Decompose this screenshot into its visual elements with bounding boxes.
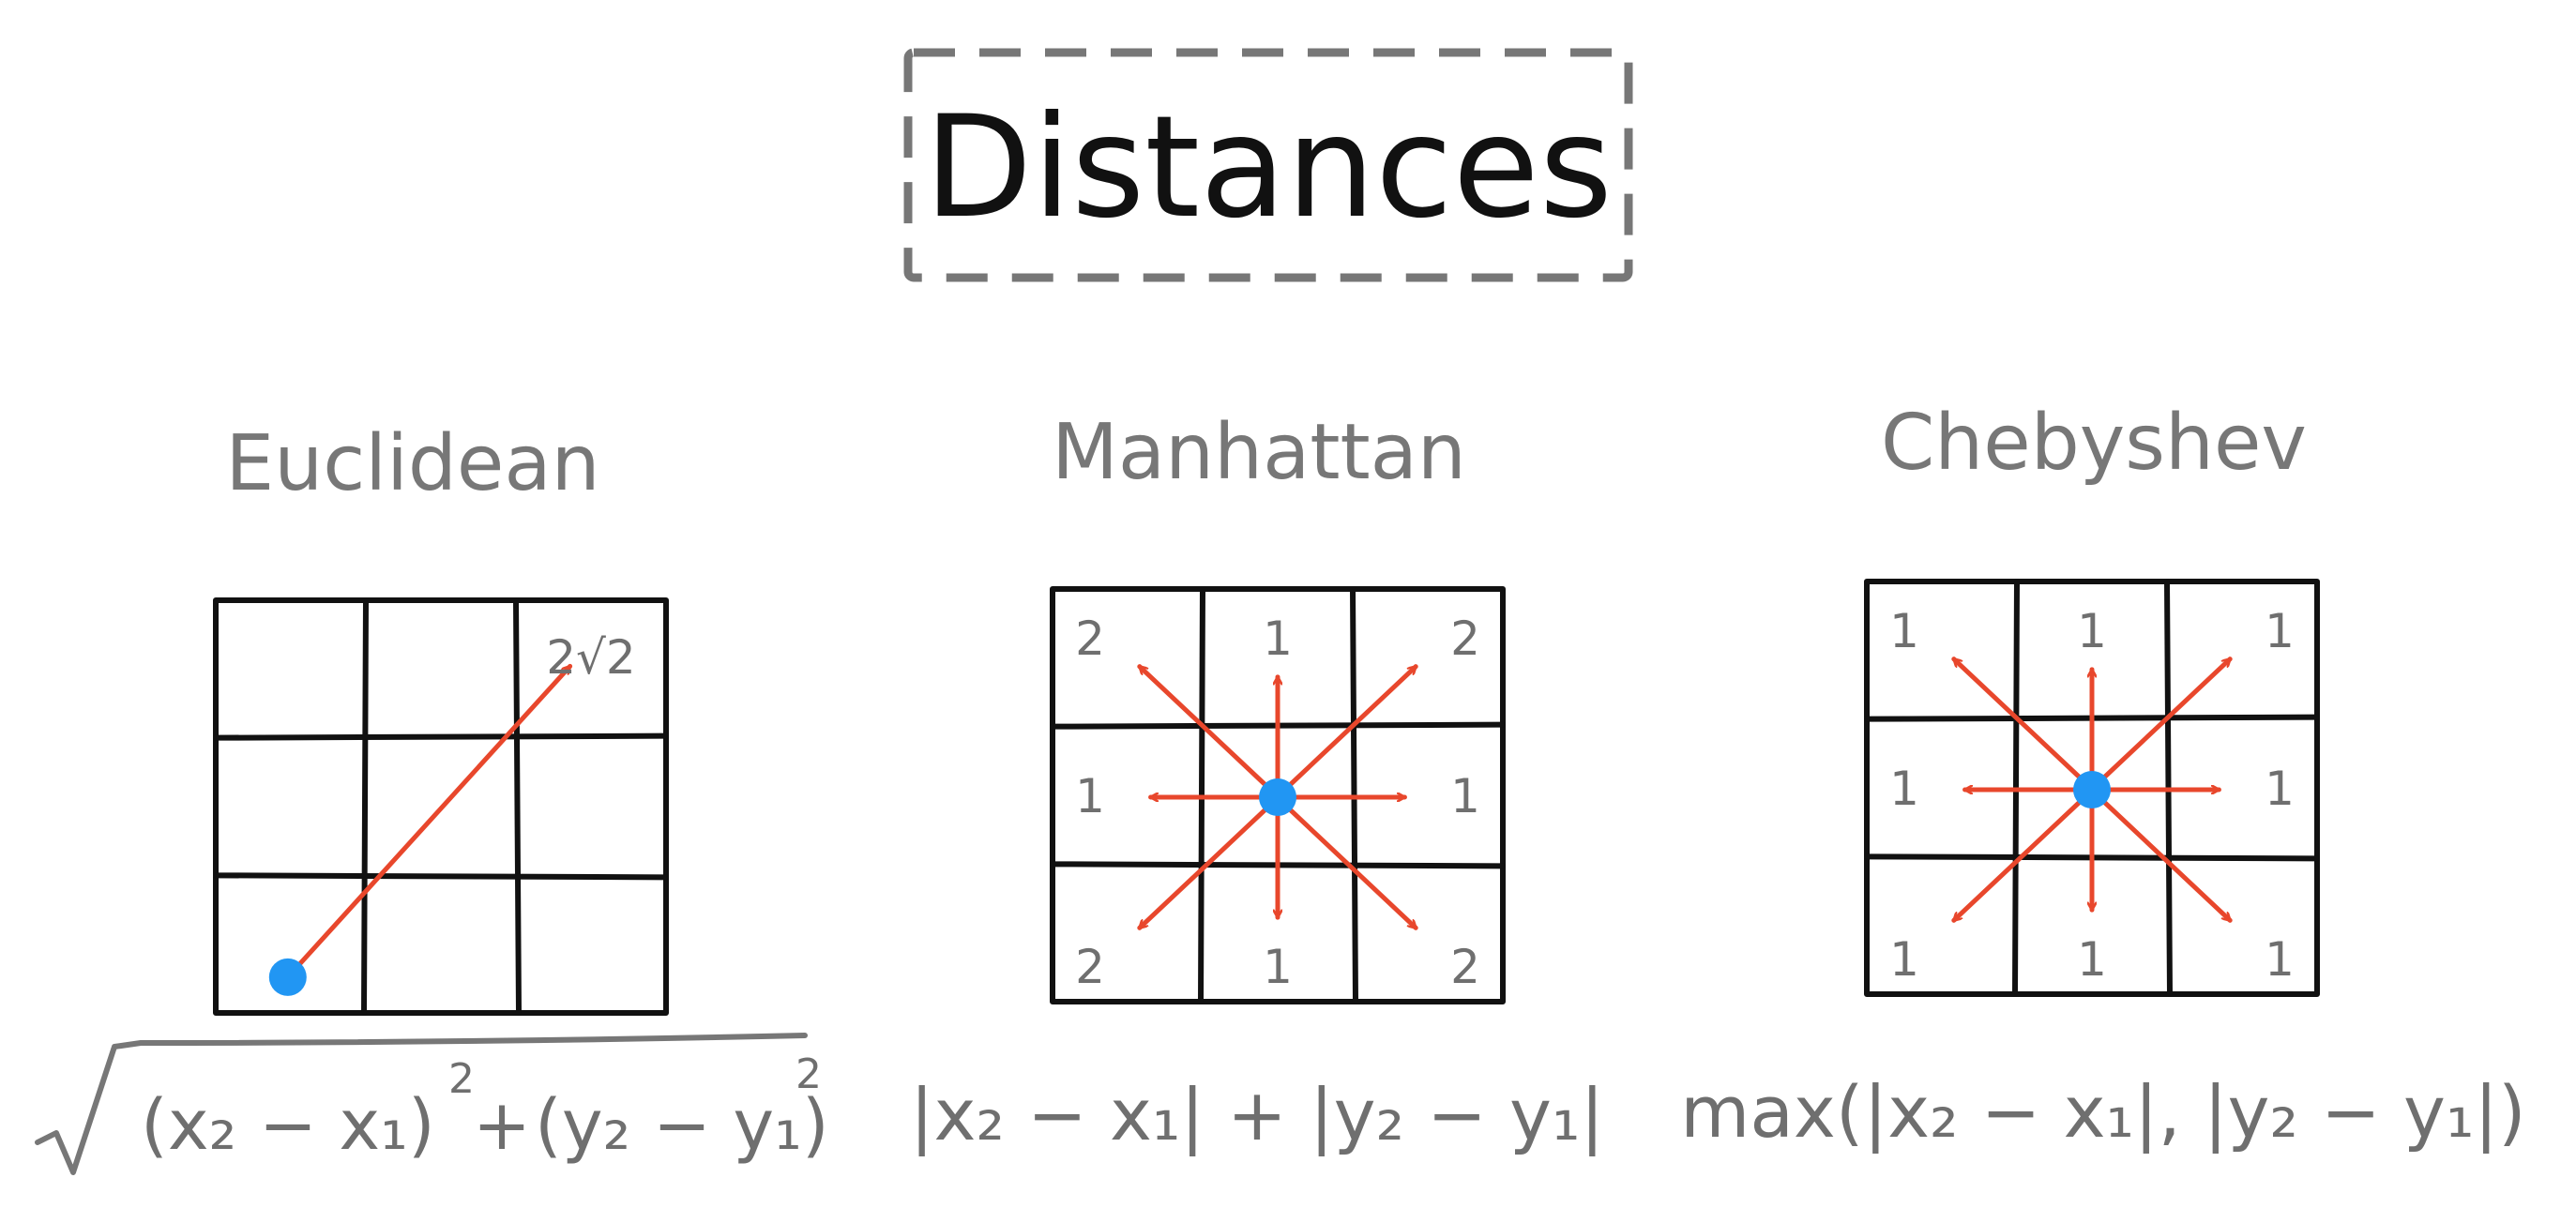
- labels-euclidean: 2√2: [546, 630, 635, 685]
- neighbor-arrow: [1288, 808, 1418, 930]
- cell-label: 2: [1450, 940, 1480, 994]
- cell-label: 1: [2077, 932, 2107, 987]
- cell-label: 1: [1263, 940, 1293, 994]
- neighbor-arrow: [1288, 664, 1418, 787]
- neighbor-arrow: [1137, 808, 1267, 930]
- labels-manhattan: 2 1 2 1 1 2 1 2: [1075, 612, 1480, 994]
- formula-euclidean-sup-x: 2: [448, 1055, 475, 1103]
- cell-label: 1: [1263, 612, 1293, 666]
- grid-line-vertical: [513, 597, 522, 1016]
- grid-border: [213, 597, 669, 1016]
- grid-border: [1864, 579, 2320, 997]
- formula-euclidean-term-x: (x₂ − x₁): [141, 1085, 435, 1166]
- cell-label: 1: [1075, 769, 1105, 823]
- cell-label: 1: [1889, 762, 1919, 816]
- heading-chebyshev: Chebyshev: [1881, 399, 2307, 488]
- grid-line-vertical: [361, 597, 369, 1016]
- cell-label: 1: [1889, 604, 1919, 658]
- neighbor-arrow: [1951, 657, 2082, 779]
- cell-label: 2: [1450, 612, 1480, 666]
- labels-chebyshev: 1 1 1 1 1 1 1 1: [1889, 604, 2295, 987]
- page-title: Distances: [924, 86, 1613, 249]
- cell-label: 1: [1450, 769, 1480, 823]
- title-frame: [903, 48, 1633, 282]
- neighbor-arrow: [2102, 800, 2233, 923]
- center-dot: [1259, 778, 1296, 816]
- formula-euclidean-sup-y: 2: [796, 1050, 822, 1098]
- cell-label: 1: [2265, 604, 2295, 658]
- neighbor-arrow: [1137, 664, 1267, 787]
- grid-euclidean: [213, 597, 669, 1016]
- sqrt-sign: [35, 1033, 808, 1175]
- heading-manhattan: Manhattan: [1052, 408, 1466, 497]
- heading-euclidean: Euclidean: [225, 419, 599, 508]
- origin-dot: [268, 958, 307, 996]
- arrows-euclidean: [268, 663, 573, 996]
- neighbor-arrow: [2102, 657, 2233, 779]
- cell-label: 1: [2265, 932, 2295, 987]
- grid-line-horizontal: [213, 872, 669, 881]
- center-dot: [2073, 771, 2111, 808]
- formula-chebyshev: max(|x₂ − x₁|, |y₂ − y₁|): [1680, 1070, 2525, 1155]
- grid-border: [1050, 586, 1506, 1004]
- cell-label: 2: [1075, 940, 1105, 994]
- cell-label: 1: [2077, 604, 2107, 658]
- grid-line-horizontal: [213, 732, 669, 741]
- formula-euclidean: (x₂ − x₁) 2 + (y₂ − y₁) 2: [35, 1033, 829, 1175]
- formula-manhattan: |x₂ − x₁| + |y₂ − y₁|: [910, 1073, 1604, 1157]
- formula-euclidean-term-y: (y₂ − y₁): [535, 1085, 829, 1166]
- arrows-manhattan: [1137, 664, 1418, 930]
- arrows-chebyshev: [1951, 657, 2233, 923]
- cell-label: 1: [2265, 762, 2295, 816]
- cell-label: 2: [1075, 612, 1105, 666]
- neighbor-arrow: [1951, 800, 2082, 923]
- cell-label: 2√2: [546, 630, 635, 685]
- distance-arrow: [285, 663, 573, 980]
- formula-euclidean-plus: +: [473, 1085, 531, 1166]
- cell-label: 1: [1889, 932, 1919, 987]
